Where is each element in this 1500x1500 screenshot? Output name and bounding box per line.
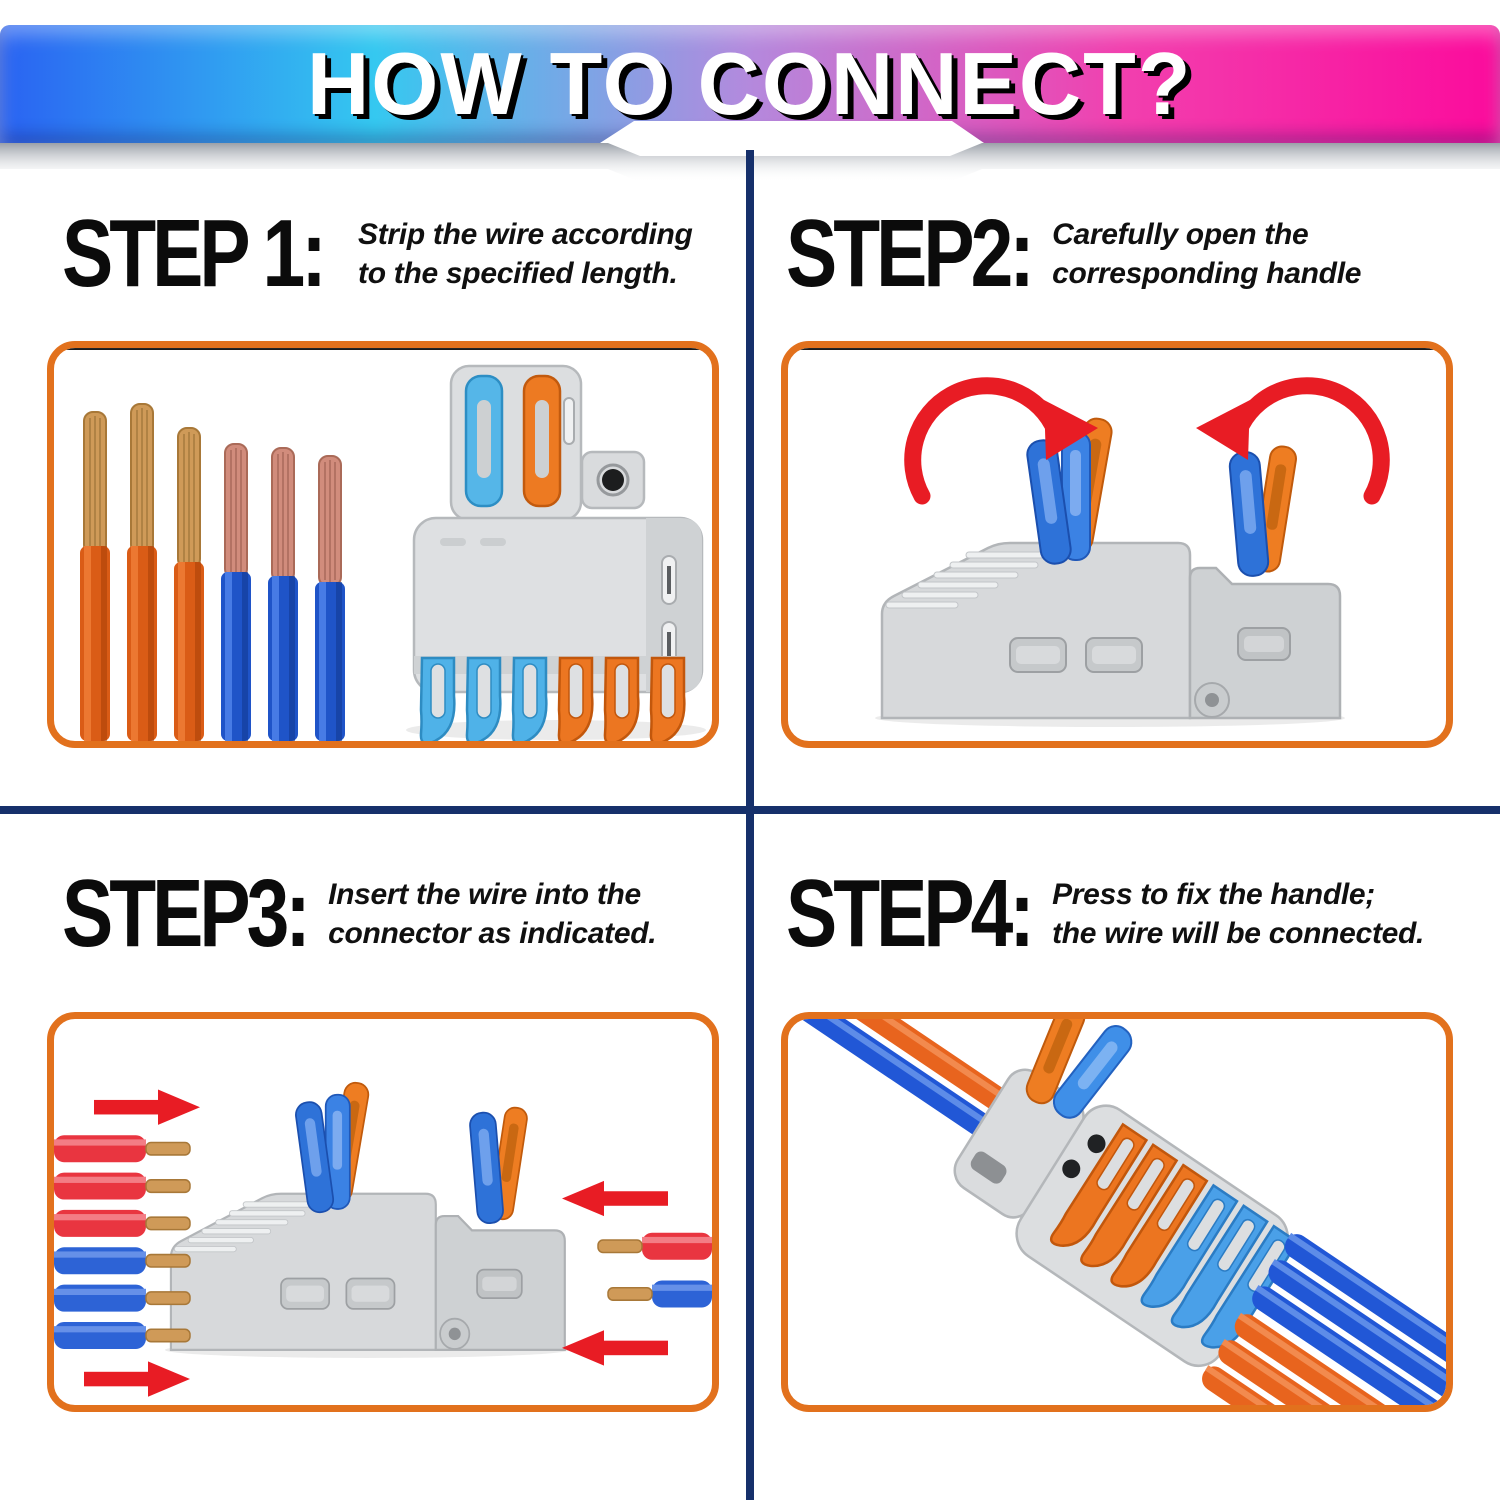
page-title: HOW TO CONNECT? <box>307 34 1193 133</box>
stripped-wires <box>80 403 345 741</box>
step3-panel <box>47 1012 719 1412</box>
lever-orange <box>1080 1142 1179 1268</box>
lever-orange <box>603 656 640 741</box>
blue-wire <box>221 443 251 741</box>
step2-label: STEP2: <box>786 200 1035 307</box>
vertical-divider <box>746 150 754 1500</box>
clamp-lever-blue <box>464 374 504 508</box>
blue-wire <box>54 1284 191 1312</box>
lever-blue <box>419 656 456 741</box>
side-connector <box>163 1079 571 1360</box>
body-slot <box>661 555 677 605</box>
lever-orange <box>557 656 594 741</box>
step1-header: STEP 1: Strip the wire according to the … <box>62 206 693 302</box>
horizontal-divider <box>0 806 1500 814</box>
left-wires <box>54 1135 191 1349</box>
step3-description: Insert the wire into the connector as in… <box>328 878 657 950</box>
connected-assembly <box>788 1019 1446 1405</box>
input-wires <box>788 1019 1011 1137</box>
step2-description: Carefully open the corresponding handle <box>1052 218 1362 290</box>
lever-orange <box>1110 1163 1209 1288</box>
red-wire <box>54 1135 191 1163</box>
step1-label: STEP 1: <box>62 200 327 307</box>
step2-illustration <box>873 348 1446 729</box>
step1-panel <box>47 341 719 748</box>
step3-illustration <box>54 1079 712 1397</box>
step3-label: STEP3: <box>62 860 311 967</box>
arrow-left-icon <box>562 1330 668 1366</box>
orange-wire <box>174 427 204 741</box>
blue-wire <box>54 1247 191 1275</box>
output-wires <box>1202 1232 1446 1405</box>
blue-wire <box>268 447 298 741</box>
connector-front <box>406 364 706 741</box>
raised-lever-blue <box>1052 1024 1133 1119</box>
step4-panel <box>781 1012 1453 1412</box>
blue-wire <box>607 1280 712 1308</box>
clamp-lever-orange <box>522 374 562 508</box>
lever-orange <box>1049 1122 1149 1247</box>
step4-description: Press to fix the handle; the wire will b… <box>1052 878 1425 950</box>
lever-blue <box>511 656 548 741</box>
step1-illustration <box>80 364 706 741</box>
step2-panel <box>781 341 1453 748</box>
orange-wire <box>127 403 157 741</box>
lever-blue <box>465 656 502 741</box>
blue-wire <box>315 455 345 741</box>
orange-wire <box>80 411 110 741</box>
arrow-right-icon <box>84 1361 190 1397</box>
lever-blue <box>1200 1224 1300 1349</box>
step3-header: STEP3: Insert the wire into the connecto… <box>62 860 657 967</box>
arrow-left-icon <box>562 1180 668 1217</box>
blue-wire <box>54 1321 191 1349</box>
raised-lever-orange <box>1025 1019 1086 1105</box>
step2-header: STEP2: Carefully open the corresponding … <box>786 206 1361 302</box>
lever-orange <box>649 656 686 741</box>
arrow-right-icon <box>94 1089 200 1125</box>
red-wire <box>54 1209 191 1237</box>
step1-description: Strip the wire according to the specifie… <box>358 218 693 290</box>
step4-header: STEP4: Press to fix the handle; the wire… <box>786 866 1424 962</box>
side-connector <box>873 415 1347 729</box>
lever-blue <box>1140 1183 1239 1308</box>
red-wire <box>597 1232 712 1260</box>
right-wires <box>597 1232 712 1308</box>
step4-label: STEP4: <box>786 860 1035 967</box>
red-wire <box>54 1172 191 1200</box>
step4-illustration <box>788 1019 1446 1405</box>
lever-blue <box>1170 1204 1269 1329</box>
